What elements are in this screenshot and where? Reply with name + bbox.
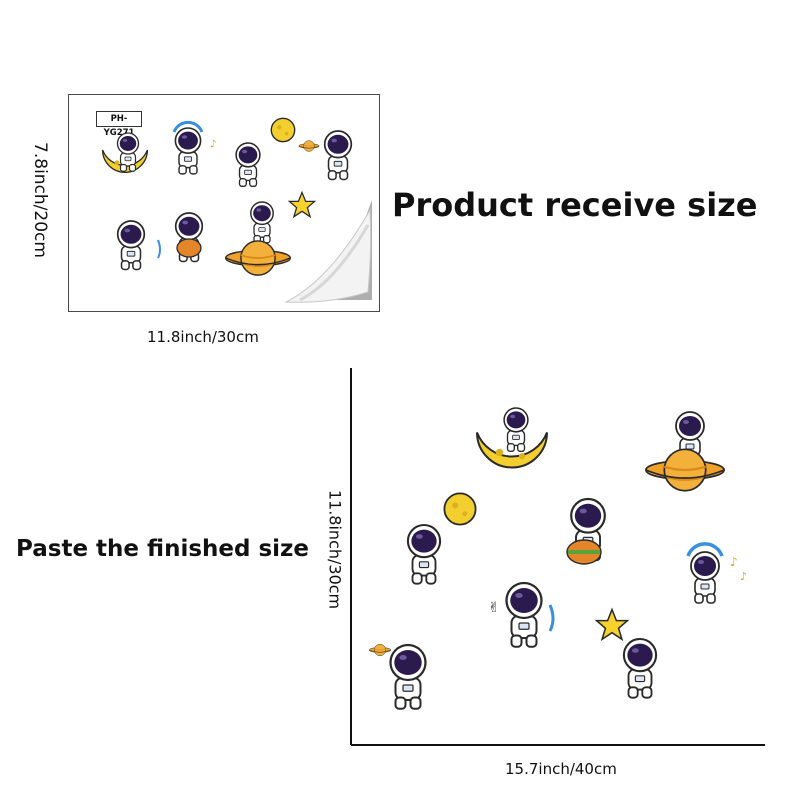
svg-text:✌: ✌ xyxy=(488,600,500,616)
svg-text:♪: ♪ xyxy=(210,139,216,150)
paste-finished-size-title: Paste the finished size xyxy=(16,536,310,562)
wall-width-label: 15.7inch/40cm xyxy=(505,760,617,778)
svg-text:♪: ♪ xyxy=(740,570,747,583)
sheet-code-label: PH-YG271 xyxy=(96,111,142,138)
product-receive-size-title: Product receive size xyxy=(392,186,758,224)
sheet-width-label: 11.8inch/30cm xyxy=(147,328,259,346)
svg-text:♪: ♪ xyxy=(730,555,738,569)
